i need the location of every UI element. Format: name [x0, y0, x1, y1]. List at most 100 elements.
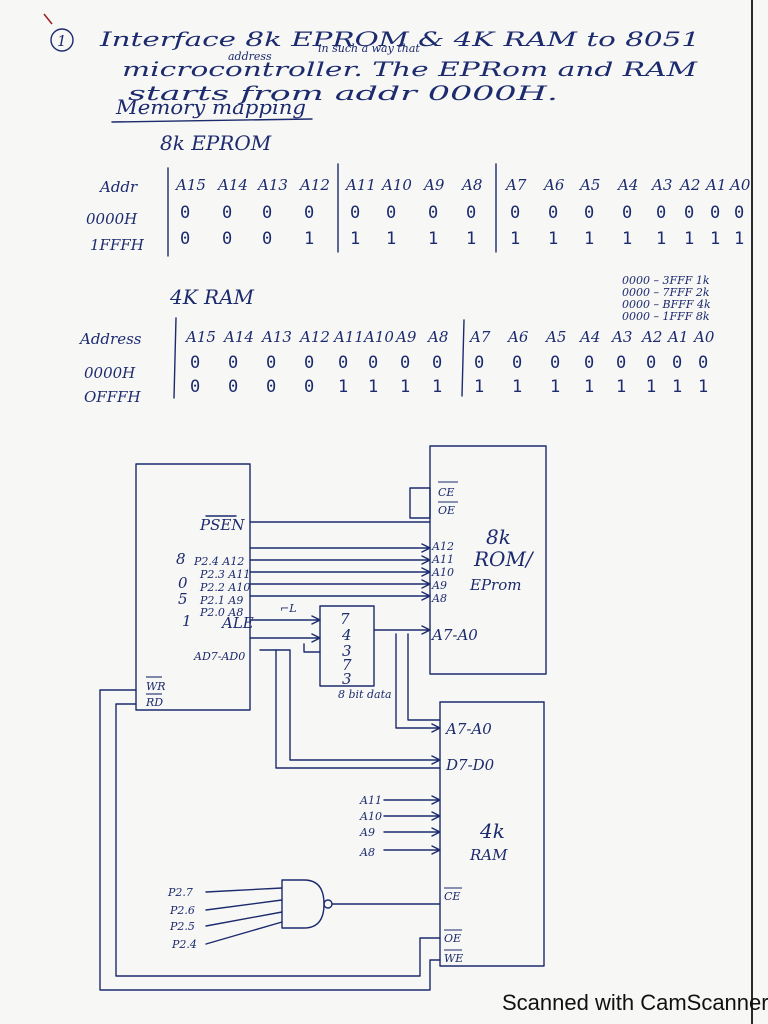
ram-table-bit-r1-c8: 1: [474, 377, 484, 397]
wire-gate-in-4: [205, 921, 283, 945]
latch-block: [319, 605, 375, 687]
gate-input-p26: P2.6: [169, 904, 195, 917]
rom-name-1: 8k: [486, 525, 511, 549]
eprom-table-header-a9: A9: [422, 176, 445, 194]
latch-digit-5: 3: [342, 670, 352, 688]
rom-pin-oe: OE: [438, 504, 455, 517]
ram-table-header-a12: A12: [298, 328, 330, 346]
mcu-pin-ale: ALE: [220, 614, 254, 632]
ram-table-bit-r0-c10: 0: [550, 353, 560, 373]
wire-a12: [249, 543, 431, 553]
ram-table-header-a11: A11: [332, 328, 364, 346]
ram-table-header-a13: A13: [260, 328, 292, 346]
rom-name-2: ROM/: [473, 547, 535, 571]
rom-pin-ce: CE: [438, 486, 454, 499]
ram-table-header-a1: A1: [666, 328, 688, 346]
wire-a11: [249, 555, 431, 565]
eprom-table-bit-r1-c11: 1: [622, 229, 632, 249]
wire-ram-a11: [383, 795, 441, 805]
ram-table-bit-r1-c2: 0: [266, 377, 276, 397]
mcu-block: [135, 463, 251, 711]
question-line-2: microcontroller. The EPRom and RAM: [122, 57, 698, 81]
ram-table-header-a3: A3: [610, 328, 632, 346]
ram-addr-header: Address: [78, 330, 142, 348]
mcu-pin-p21: P2.1 A9: [199, 594, 243, 607]
eprom-table-bit-r1-c2: 0: [262, 229, 272, 249]
eprom-row-label-0: 0000H: [86, 210, 138, 228]
eprom-table-header-a2: A2: [678, 176, 700, 194]
ram-pin-we: WE: [444, 952, 463, 965]
eprom-table-bit-r0-c5: 0: [386, 203, 396, 223]
wire-ram-a10: [383, 811, 441, 821]
ram-table-header-a4: A4: [578, 328, 600, 346]
ram-table-bit-r1-c3: 0: [304, 377, 314, 397]
eprom-table-bit-r0-c11: 0: [622, 203, 632, 223]
wire-latch-ram-low: [395, 633, 441, 733]
ram-table-bit-r1-c6: 1: [400, 377, 410, 397]
ram-table-header-a2: A2: [640, 328, 662, 346]
eprom-table-header-a12: A12: [298, 176, 330, 194]
wire-a8: [249, 591, 431, 601]
eprom-table-header-a14: A14: [216, 176, 248, 194]
ram-row-label-1: OFFFH: [84, 388, 142, 406]
ram-table-bit-r0-c0: 0: [190, 353, 200, 373]
ram-table-header-a7: A7: [468, 328, 491, 346]
ram-table-title: 4K RAM: [169, 285, 255, 309]
ram-table-bit-r1-c13: 1: [646, 377, 656, 397]
eprom-table-bit-r0-c9: 0: [548, 203, 558, 223]
ram-table-bit-r0-c8: 0: [474, 353, 484, 373]
mcu-pin-p27: P2.4 A12: [193, 555, 244, 568]
wire-a10: [249, 567, 431, 577]
eprom-table-header-a4: A4: [616, 176, 638, 194]
latch-digit-3: 3: [342, 642, 352, 660]
ram-table-header-a5: A5: [544, 328, 566, 346]
mcu-pin-psen: PSEN: [199, 516, 245, 534]
eprom-table-header-a5: A5: [578, 176, 600, 194]
corner-mark: [43, 13, 53, 25]
and-gate: [281, 879, 325, 929]
mcu-pin-wr: WR: [146, 680, 166, 693]
mcu-side-digit-2: 0: [178, 574, 188, 592]
ram-name-2: RAM: [469, 846, 508, 864]
gate-input-p25: P2.5: [169, 920, 195, 933]
eprom-table-bit-r1-c1: 0: [222, 229, 232, 249]
ram-table-bit-r1-c11: 1: [584, 377, 594, 397]
ram-table-bit-r0-c15: 0: [698, 353, 708, 373]
ram-name-1: 4k: [479, 819, 505, 843]
wire-latch-ram-low-2: [407, 633, 441, 721]
eprom-table-bit-r1-c4: 1: [350, 229, 360, 249]
ram-table-bit-r1-c12: 1: [616, 377, 626, 397]
eprom-table-bit-r1-c3: 1: [304, 229, 314, 249]
rom-addr-a9: A9: [431, 579, 447, 592]
eprom-table-bit-r1-c15: 1: [734, 229, 744, 249]
eprom-table-bit-r0-c12: 0: [656, 203, 666, 223]
ram-table-header-a0: A0: [692, 328, 715, 346]
ram-table-bit-r1-c15: 1: [698, 377, 708, 397]
rom-addr-a10: A10: [431, 566, 454, 579]
wire-wr-we: [99, 689, 441, 991]
wire-a9: [249, 579, 431, 589]
ram-table-bit-r0-c5: 0: [368, 353, 378, 373]
mcu-pin-p20: P2.0 A8: [199, 606, 243, 619]
ram-block: [439, 701, 545, 967]
mcu-pin-rd: RD: [145, 696, 163, 709]
mcu-pin-p22: P2.2 A10: [199, 581, 250, 594]
eprom-table-bit-r1-c8: 1: [510, 229, 520, 249]
eprom-table-bit-r1-c5: 1: [386, 229, 396, 249]
ram-table-bit-r0-c12: 0: [616, 353, 626, 373]
eprom-table-bit-r0-c1: 0: [222, 203, 232, 223]
ram-pin-ce: CE: [444, 890, 460, 903]
ram-table-bit-r1-c14: 1: [672, 377, 682, 397]
eprom-table-bit-r0-c14: 0: [710, 203, 720, 223]
eprom-table-bit-r0-c2: 0: [262, 203, 272, 223]
eprom-table-header-a8: A8: [460, 176, 482, 194]
ram-table-bit-r0-c11: 0: [584, 353, 594, 373]
wire-latch-rom: [373, 625, 431, 635]
eprom-table-bit-r0-c8: 0: [510, 203, 520, 223]
ram-table-bit-r0-c1: 0: [228, 353, 238, 373]
ram-table-bit-r0-c3: 0: [304, 353, 314, 373]
eprom-table-header-a0: A0: [728, 176, 751, 194]
question-block: 1 Interface 8k EPROM & 4K RAM to 8051 in…: [50, 27, 700, 123]
mcu-pin-ad: AD7-AD0: [193, 650, 245, 663]
side-note-1: 0000 – 3FFF 1k: [622, 274, 710, 287]
